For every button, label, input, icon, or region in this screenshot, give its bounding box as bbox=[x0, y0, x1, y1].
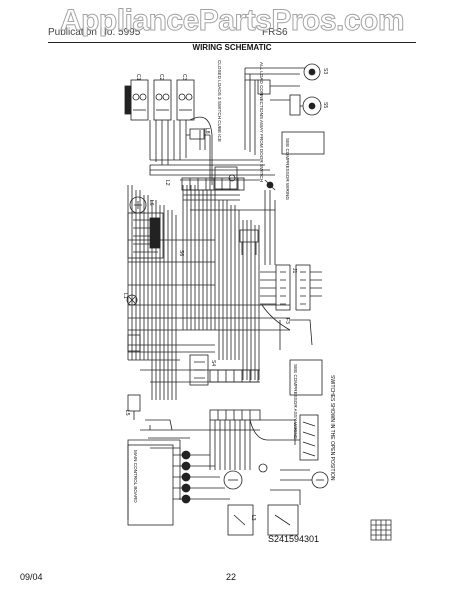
label-s4: S4 bbox=[210, 360, 216, 366]
evaporator-fan-icon bbox=[303, 63, 321, 81]
compressor-wiring-box bbox=[281, 131, 325, 155]
label-f3: F3 bbox=[284, 318, 290, 324]
compressor-assy-box bbox=[289, 359, 323, 396]
page-number: 22 bbox=[226, 572, 237, 582]
corner-stamp bbox=[370, 519, 392, 541]
schematic-code: S241594301 bbox=[268, 534, 319, 544]
label-l5: L5 bbox=[124, 410, 130, 416]
main-wire-harness bbox=[127, 116, 290, 400]
label-j1: J1 bbox=[291, 268, 297, 274]
label-l1: L1 bbox=[122, 293, 128, 299]
control-module-left bbox=[127, 212, 164, 259]
cartridge-block-c2 bbox=[153, 79, 172, 121]
label-c1: C1 bbox=[135, 74, 141, 81]
label-c2: C2 bbox=[158, 74, 164, 81]
label-l6: L6 bbox=[148, 200, 154, 206]
note-switch-cube-ice: CLOSED LOADS 3 SWITCH CUBE ICE bbox=[217, 60, 222, 142]
label-s5: S5 bbox=[322, 102, 328, 108]
main-control-board bbox=[127, 444, 174, 526]
board-label: MAIN CONTROL BOARD bbox=[133, 450, 138, 503]
note-see-compressor-bottom: SEE COMPRESSOR ASSY WIRING bbox=[293, 364, 298, 440]
ice-maker-switch-box bbox=[267, 504, 299, 536]
note-see-compressor-top: SEE COMPRESSOR WIRING bbox=[285, 138, 290, 200]
note-switches-open: SWITCHES SHOWN IN THE OPEN POSITION bbox=[329, 375, 335, 481]
label-c3: C3 bbox=[181, 74, 187, 81]
model-number: FRS6 bbox=[262, 27, 288, 38]
switch-left bbox=[127, 334, 141, 352]
label-l8: L8 bbox=[204, 128, 210, 134]
header-rule bbox=[48, 42, 416, 43]
ice-maker-motor-icon bbox=[223, 470, 243, 490]
label-l3: L3 bbox=[250, 515, 256, 521]
note-load-connections: ALL LOAD CONNECTIONS AWAY FROM DOOR SWIT… bbox=[259, 62, 264, 182]
cartridge-block-c3 bbox=[176, 79, 195, 121]
site-watermark: AppliancePartsPros.com bbox=[59, 4, 405, 38]
label-s3: S3 bbox=[322, 68, 328, 74]
relay-box bbox=[189, 354, 209, 386]
page-title: WIRING SCHEMATIC bbox=[192, 43, 272, 52]
door-switch-group bbox=[299, 414, 319, 461]
footer-date: 09/04 bbox=[20, 572, 43, 582]
light-bulb-icon bbox=[126, 294, 138, 306]
terminal-strip-bottom bbox=[209, 409, 261, 421]
connector-j2 bbox=[295, 264, 311, 311]
publication-number: Publication No. 5995 bbox=[48, 27, 141, 38]
water-valve-box bbox=[227, 504, 254, 536]
cartridge-block-c1 bbox=[130, 79, 149, 121]
connector-j1 bbox=[275, 264, 291, 311]
label-s6: S6 bbox=[178, 250, 184, 256]
terminal-strip-upper bbox=[181, 177, 245, 191]
label-l2: L2 bbox=[164, 180, 170, 186]
